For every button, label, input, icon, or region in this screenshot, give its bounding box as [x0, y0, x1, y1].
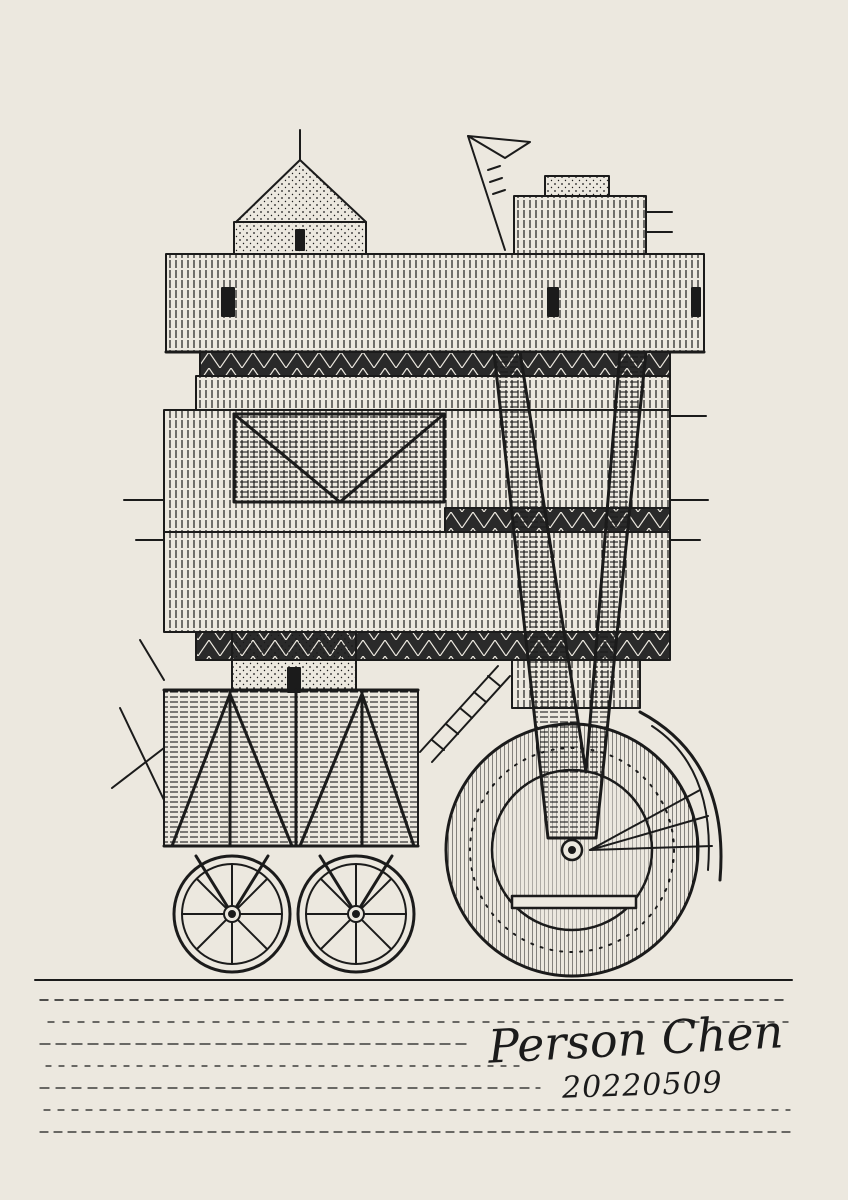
- front-wheel-left: [172, 854, 292, 974]
- v-frame: [492, 350, 648, 840]
- ladder: [419, 665, 511, 763]
- middle-body: [123, 375, 709, 661]
- dome-tower: [233, 129, 367, 255]
- front-carriage: [111, 639, 420, 848]
- chimney-box: [467, 135, 673, 255]
- ground: [34, 979, 793, 1133]
- signature-date: 20220509: [561, 1065, 724, 1106]
- big-wheel: [444, 710, 723, 978]
- front-wheel-right: [296, 854, 416, 974]
- top-deck: [164, 253, 706, 377]
